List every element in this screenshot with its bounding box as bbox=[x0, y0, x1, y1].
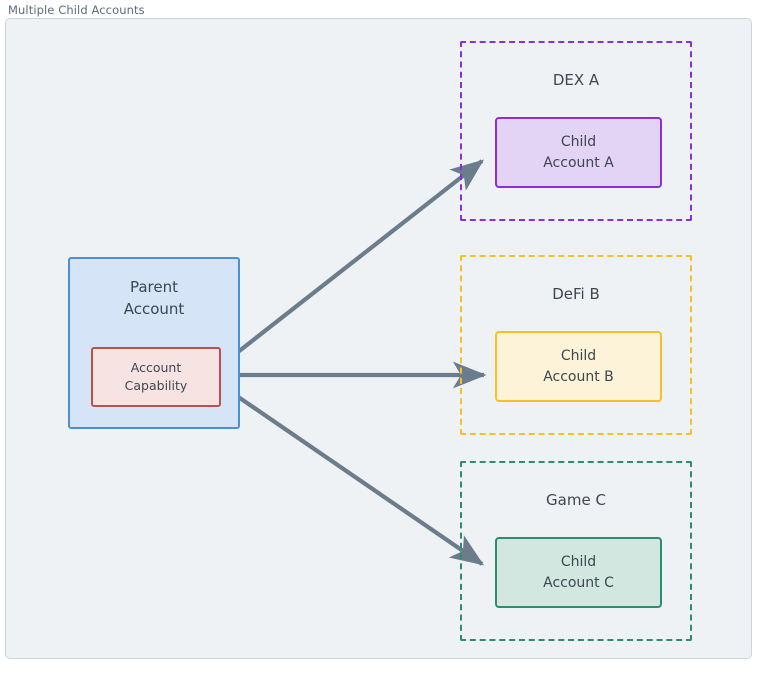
group-game-c[interactable]: Game C Child Account C bbox=[460, 461, 692, 641]
account-capability-box[interactable]: Account Capability bbox=[91, 347, 221, 407]
child-account-b-label-line1: Child bbox=[560, 347, 597, 364]
child-account-a-label-line2: Account A bbox=[543, 154, 614, 171]
child-account-a-box[interactable]: Child Account A bbox=[495, 117, 662, 188]
child-account-c-label-line2: Account C bbox=[543, 574, 614, 591]
diagram-frame-title: Multiple Child Accounts bbox=[8, 3, 145, 17]
parent-account-box[interactable]: Parent Account Account Capability bbox=[68, 257, 240, 429]
child-account-c-label-line1: Child bbox=[560, 553, 597, 570]
account-capability-label-line2: Capability bbox=[124, 378, 188, 393]
parent-account-title: Parent Account bbox=[70, 276, 238, 320]
child-account-b-box[interactable]: Child Account B bbox=[495, 331, 662, 402]
account-capability-label-line1: Account bbox=[130, 360, 182, 375]
child-account-c-box[interactable]: Child Account C bbox=[495, 537, 662, 608]
group-dex-a[interactable]: DEX A Child Account A bbox=[460, 41, 692, 221]
child-account-b-label-line2: Account B bbox=[543, 368, 614, 385]
group-game-c-label: Game C bbox=[546, 491, 606, 509]
group-defi-b[interactable]: DeFi B Child Account B bbox=[460, 255, 692, 435]
parent-account-title-line2: Account bbox=[123, 300, 185, 318]
group-defi-b-label: DeFi B bbox=[552, 285, 600, 303]
parent-account-title-line1: Parent bbox=[129, 278, 179, 296]
group-dex-a-label: DEX A bbox=[552, 71, 600, 89]
child-account-a-label-line1: Child bbox=[560, 133, 597, 150]
